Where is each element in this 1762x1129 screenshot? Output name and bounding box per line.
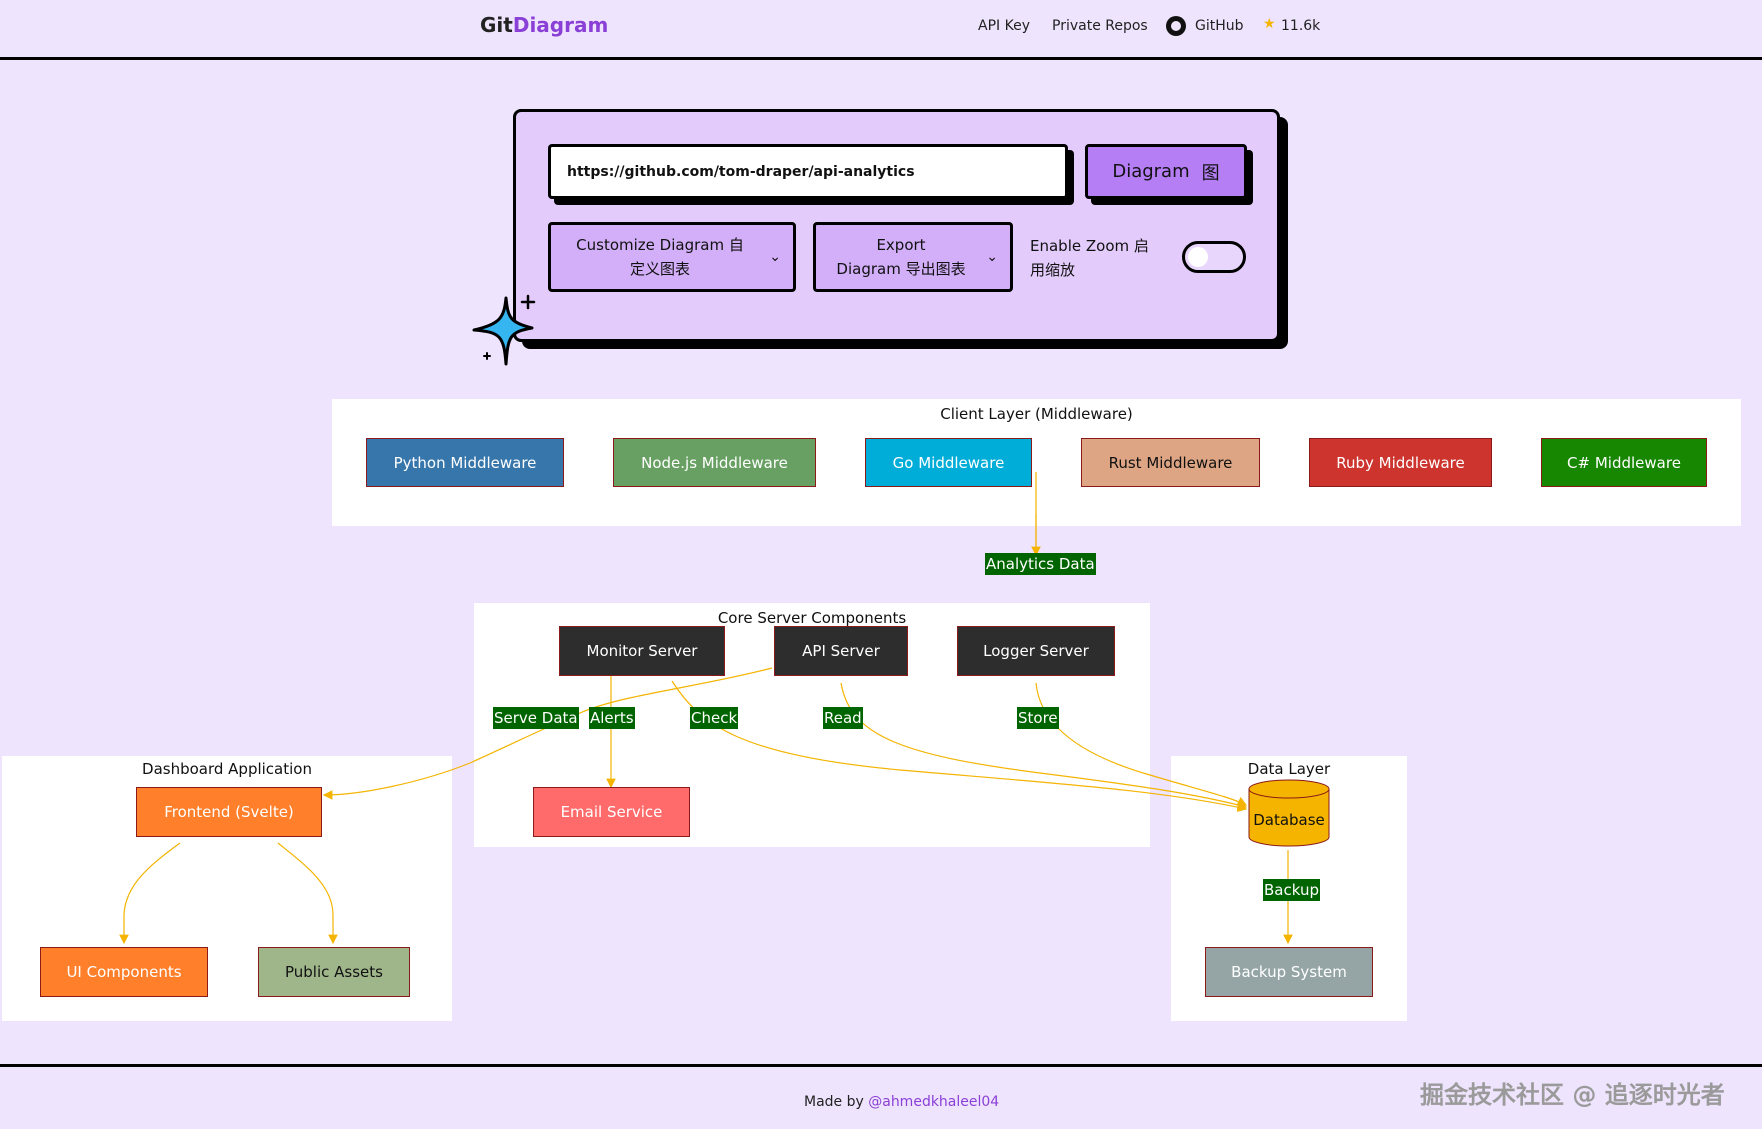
node-python-middleware[interactable]: Python Middleware xyxy=(366,438,564,487)
repo-url-input[interactable] xyxy=(548,144,1068,199)
edge-read xyxy=(840,682,1248,810)
cluster-title: Data Layer xyxy=(1247,760,1331,778)
node-frontend-svelte[interactable]: Frontend (Svelte) xyxy=(136,787,322,837)
made-by-text: Made by @ahmedkhaleel04 xyxy=(804,1094,999,1110)
node-public-assets[interactable]: Public Assets xyxy=(258,947,410,997)
nav-star-count[interactable]: 11.6k xyxy=(1281,18,1321,34)
diagram-button-label: Diagram xyxy=(1112,161,1190,182)
node-csharp-middleware[interactable]: C# Middleware xyxy=(1541,438,1707,487)
brand-diagram: Diagram xyxy=(512,13,609,37)
edge-ui-components xyxy=(119,842,181,945)
brand-git: Git xyxy=(480,13,513,37)
edge-label-backup: Backup xyxy=(1263,879,1320,901)
node-rust-middleware[interactable]: Rust Middleware xyxy=(1081,438,1260,487)
edge-serve-data xyxy=(322,667,773,800)
node-logger-server[interactable]: Logger Server xyxy=(957,626,1115,676)
cluster-title: Core Server Components xyxy=(717,609,907,627)
node-backup-system[interactable]: Backup System xyxy=(1205,947,1373,997)
export-label-line2: Diagram 导出图表 xyxy=(836,260,966,278)
node-ui-components[interactable]: UI Components xyxy=(40,947,208,997)
architecture-diagram: Client Layer (Middleware) Core Server Co… xyxy=(0,395,1762,1035)
edge-layer xyxy=(119,472,1293,945)
diagram-button[interactable]: Diagram 图 xyxy=(1085,144,1247,199)
node-ruby-middleware[interactable]: Ruby Middleware xyxy=(1309,438,1492,487)
nav-api-key[interactable]: API Key xyxy=(978,18,1030,34)
node-monitor-server[interactable]: Monitor Server xyxy=(559,626,725,676)
node-api-server[interactable]: API Server xyxy=(774,626,908,676)
nav-private-repos[interactable]: Private Repos xyxy=(1052,18,1148,34)
github-icon[interactable] xyxy=(1166,16,1186,36)
node-nodejs-middleware[interactable]: Node.js Middleware xyxy=(613,438,816,487)
enable-zoom-label: Enable Zoom 启 用缩放 xyxy=(1030,234,1170,282)
toggle-knob xyxy=(1188,247,1208,267)
brand-logo[interactable]: GitDiagram xyxy=(480,13,608,37)
chevron-down-icon: ⌄ xyxy=(769,249,781,265)
cluster-title: Dashboard Application xyxy=(142,760,312,778)
nav-github[interactable]: GitHub xyxy=(1195,18,1244,34)
author-link[interactable]: @ahmedkhaleel04 xyxy=(868,1094,1000,1110)
node-go-middleware[interactable]: Go Middleware xyxy=(865,438,1032,487)
customize-label-line1: Customize Diagram 自 xyxy=(576,236,744,254)
node-database[interactable]: Database xyxy=(1248,779,1330,847)
edge-label-analytics-data: Analytics Data xyxy=(985,553,1096,575)
export-label-line1: Export xyxy=(876,236,926,254)
diagram-button-label-cjk: 图 xyxy=(1201,162,1220,184)
footer: Made by @ahmedkhaleel04 掘金技术社区 @ 追逐时光者 xyxy=(0,1064,1762,1129)
edge-label-serve-data: Serve Data xyxy=(493,707,579,729)
zoom-toggle[interactable] xyxy=(1182,241,1246,273)
edge-label-read: Read xyxy=(823,707,863,729)
customize-label-line2: 定义图表 xyxy=(629,260,690,278)
edge-label-alerts: Alerts xyxy=(589,707,635,729)
watermark-text: 掘金技术社区 @ 追逐时光者 xyxy=(1420,1081,1725,1109)
star-icon: ★ xyxy=(1263,16,1276,32)
edge-public-assets xyxy=(277,842,338,945)
database-cylinder-icon xyxy=(1248,779,1330,847)
zoom-label-line1: Enable Zoom 启 xyxy=(1030,237,1149,255)
database-label: Database xyxy=(1253,811,1325,829)
export-diagram-dropdown[interactable]: Export Diagram 导出图表 ⌄ xyxy=(813,222,1013,292)
cluster-title: Client Layer (Middleware) xyxy=(940,405,1133,423)
zoom-label-line2: 用缩放 xyxy=(1030,261,1076,279)
sparkle-icon xyxy=(472,294,536,366)
customize-diagram-dropdown[interactable]: Customize Diagram 自 定义图表 ⌄ xyxy=(548,222,796,292)
node-email-service[interactable]: Email Service xyxy=(533,787,690,837)
chevron-down-icon: ⌄ xyxy=(986,249,998,265)
made-by-label: Made by xyxy=(804,1094,864,1110)
edge-label-store: Store xyxy=(1017,707,1059,729)
top-navbar: GitDiagram API Key Private Repos GitHub … xyxy=(0,0,1762,60)
edge-label-check: Check xyxy=(690,707,739,729)
